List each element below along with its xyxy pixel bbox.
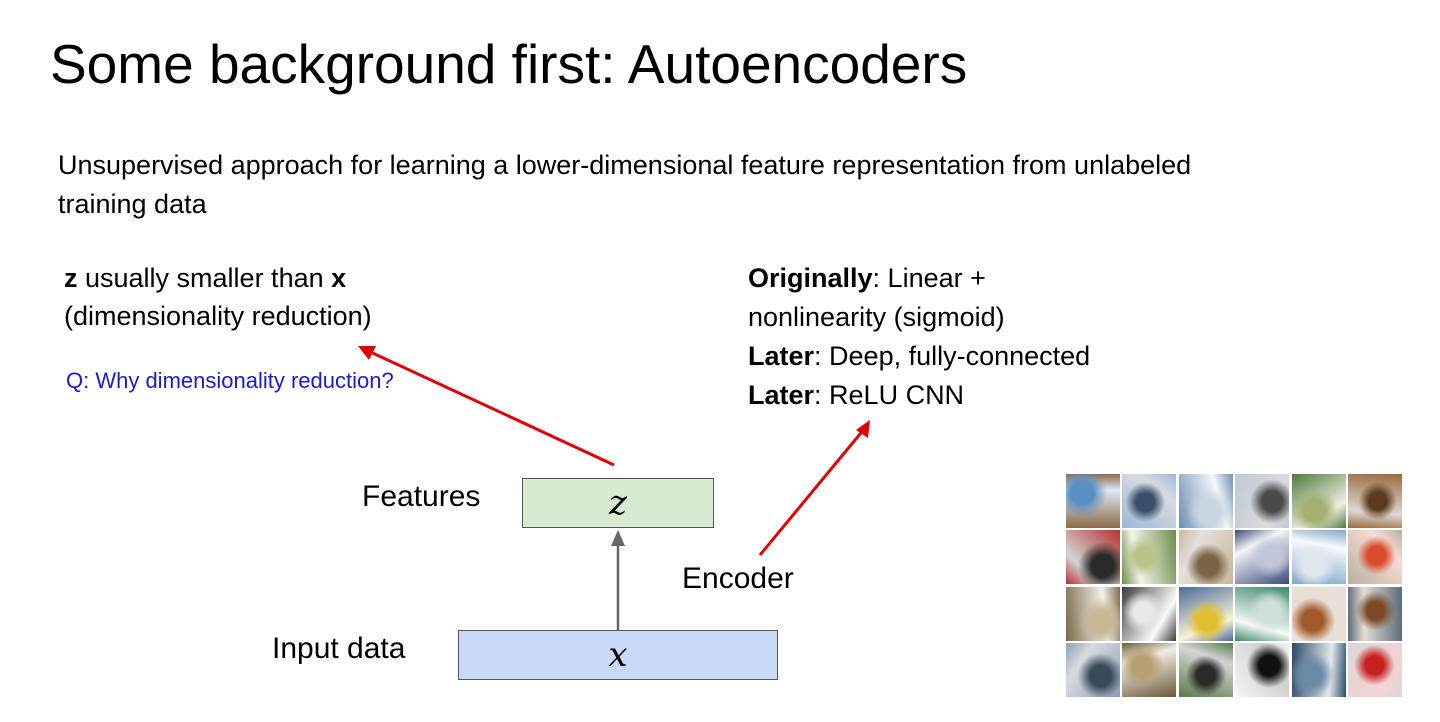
x-variable: x — [331, 263, 347, 293]
nonlinearity-text: nonlinearity (sigmoid) — [748, 302, 1005, 332]
x-symbol: x — [608, 635, 628, 675]
truck-image-thumbnail — [1347, 643, 1402, 698]
airplane-image-thumbnail — [1235, 474, 1290, 528]
later-label: Later — [748, 341, 815, 371]
deer-image-thumbnail — [1291, 643, 1346, 698]
ship-image-thumbnail — [1235, 586, 1290, 641]
frog-image-thumbnail — [1122, 643, 1177, 698]
truck-image-thumbnail — [1347, 530, 1402, 585]
encoder-arrow-head-gray — [611, 530, 625, 546]
slide-title: Some background first: Autoencoders — [50, 33, 968, 95]
frog-image-thumbnail — [1347, 474, 1402, 528]
dog-image-thumbnail — [1066, 586, 1120, 641]
airplane-image-thumbnail — [1291, 530, 1346, 585]
z-variable: z — [64, 263, 78, 293]
originally-label: Originally — [748, 263, 873, 293]
z-symbol: z — [609, 483, 627, 523]
cat-image-thumbnail — [1178, 530, 1233, 585]
features-label: Features — [362, 480, 481, 513]
encoder-history-note: Originally: Linear + nonlinearity (sigmo… — [748, 259, 1090, 415]
ship-image-thumbnail — [1066, 643, 1120, 698]
slide-subtitle: Unsupervised approach for learning a low… — [58, 150, 1192, 219]
encoder-to-note-arrow — [758, 427, 867, 556]
airplane-image-thumbnail — [1235, 643, 1290, 698]
features-to-note-arrow — [363, 347, 615, 467]
note-text: usually smaller than — [77, 263, 332, 293]
truck-image-thumbnail — [1178, 586, 1233, 641]
image-dataset-grid — [1066, 474, 1402, 698]
horse-image-thumbnail — [1122, 586, 1177, 641]
features-z-box: z — [522, 478, 714, 528]
dog-image-thumbnail — [1291, 586, 1346, 641]
ship-image-thumbnail — [1178, 474, 1233, 528]
dimensionality-note: z usually smaller than x (dimensionality… — [64, 259, 372, 335]
encoder-label: Encoder — [682, 562, 794, 595]
ship-image-thumbnail — [1122, 474, 1177, 528]
features-arrow-head — [358, 346, 376, 360]
input-data-label: Input data — [272, 632, 406, 665]
later-label: Later — [748, 380, 815, 410]
question-text: Q: Why dimensionality reduction? — [66, 368, 394, 393]
frog-image-thumbnail — [1291, 474, 1346, 528]
automobile-image-thumbnail — [1235, 530, 1290, 585]
originally-text: : Linear + — [872, 263, 986, 293]
later-deep-text: : Deep, fully-connected — [814, 341, 1091, 371]
frog-image-thumbnail — [1122, 530, 1177, 585]
input-x-box: x — [458, 630, 778, 680]
horse-image-thumbnail — [1178, 643, 1233, 698]
horse-image-thumbnail — [1347, 586, 1402, 641]
encoder-arrow-head — [856, 420, 870, 438]
later-cnn-text: : ReLU CNN — [814, 380, 965, 410]
note-text-line2: (dimensionality reduction) — [64, 301, 372, 331]
cat-image-thumbnail — [1066, 474, 1120, 528]
automobile-image-thumbnail — [1066, 530, 1120, 585]
